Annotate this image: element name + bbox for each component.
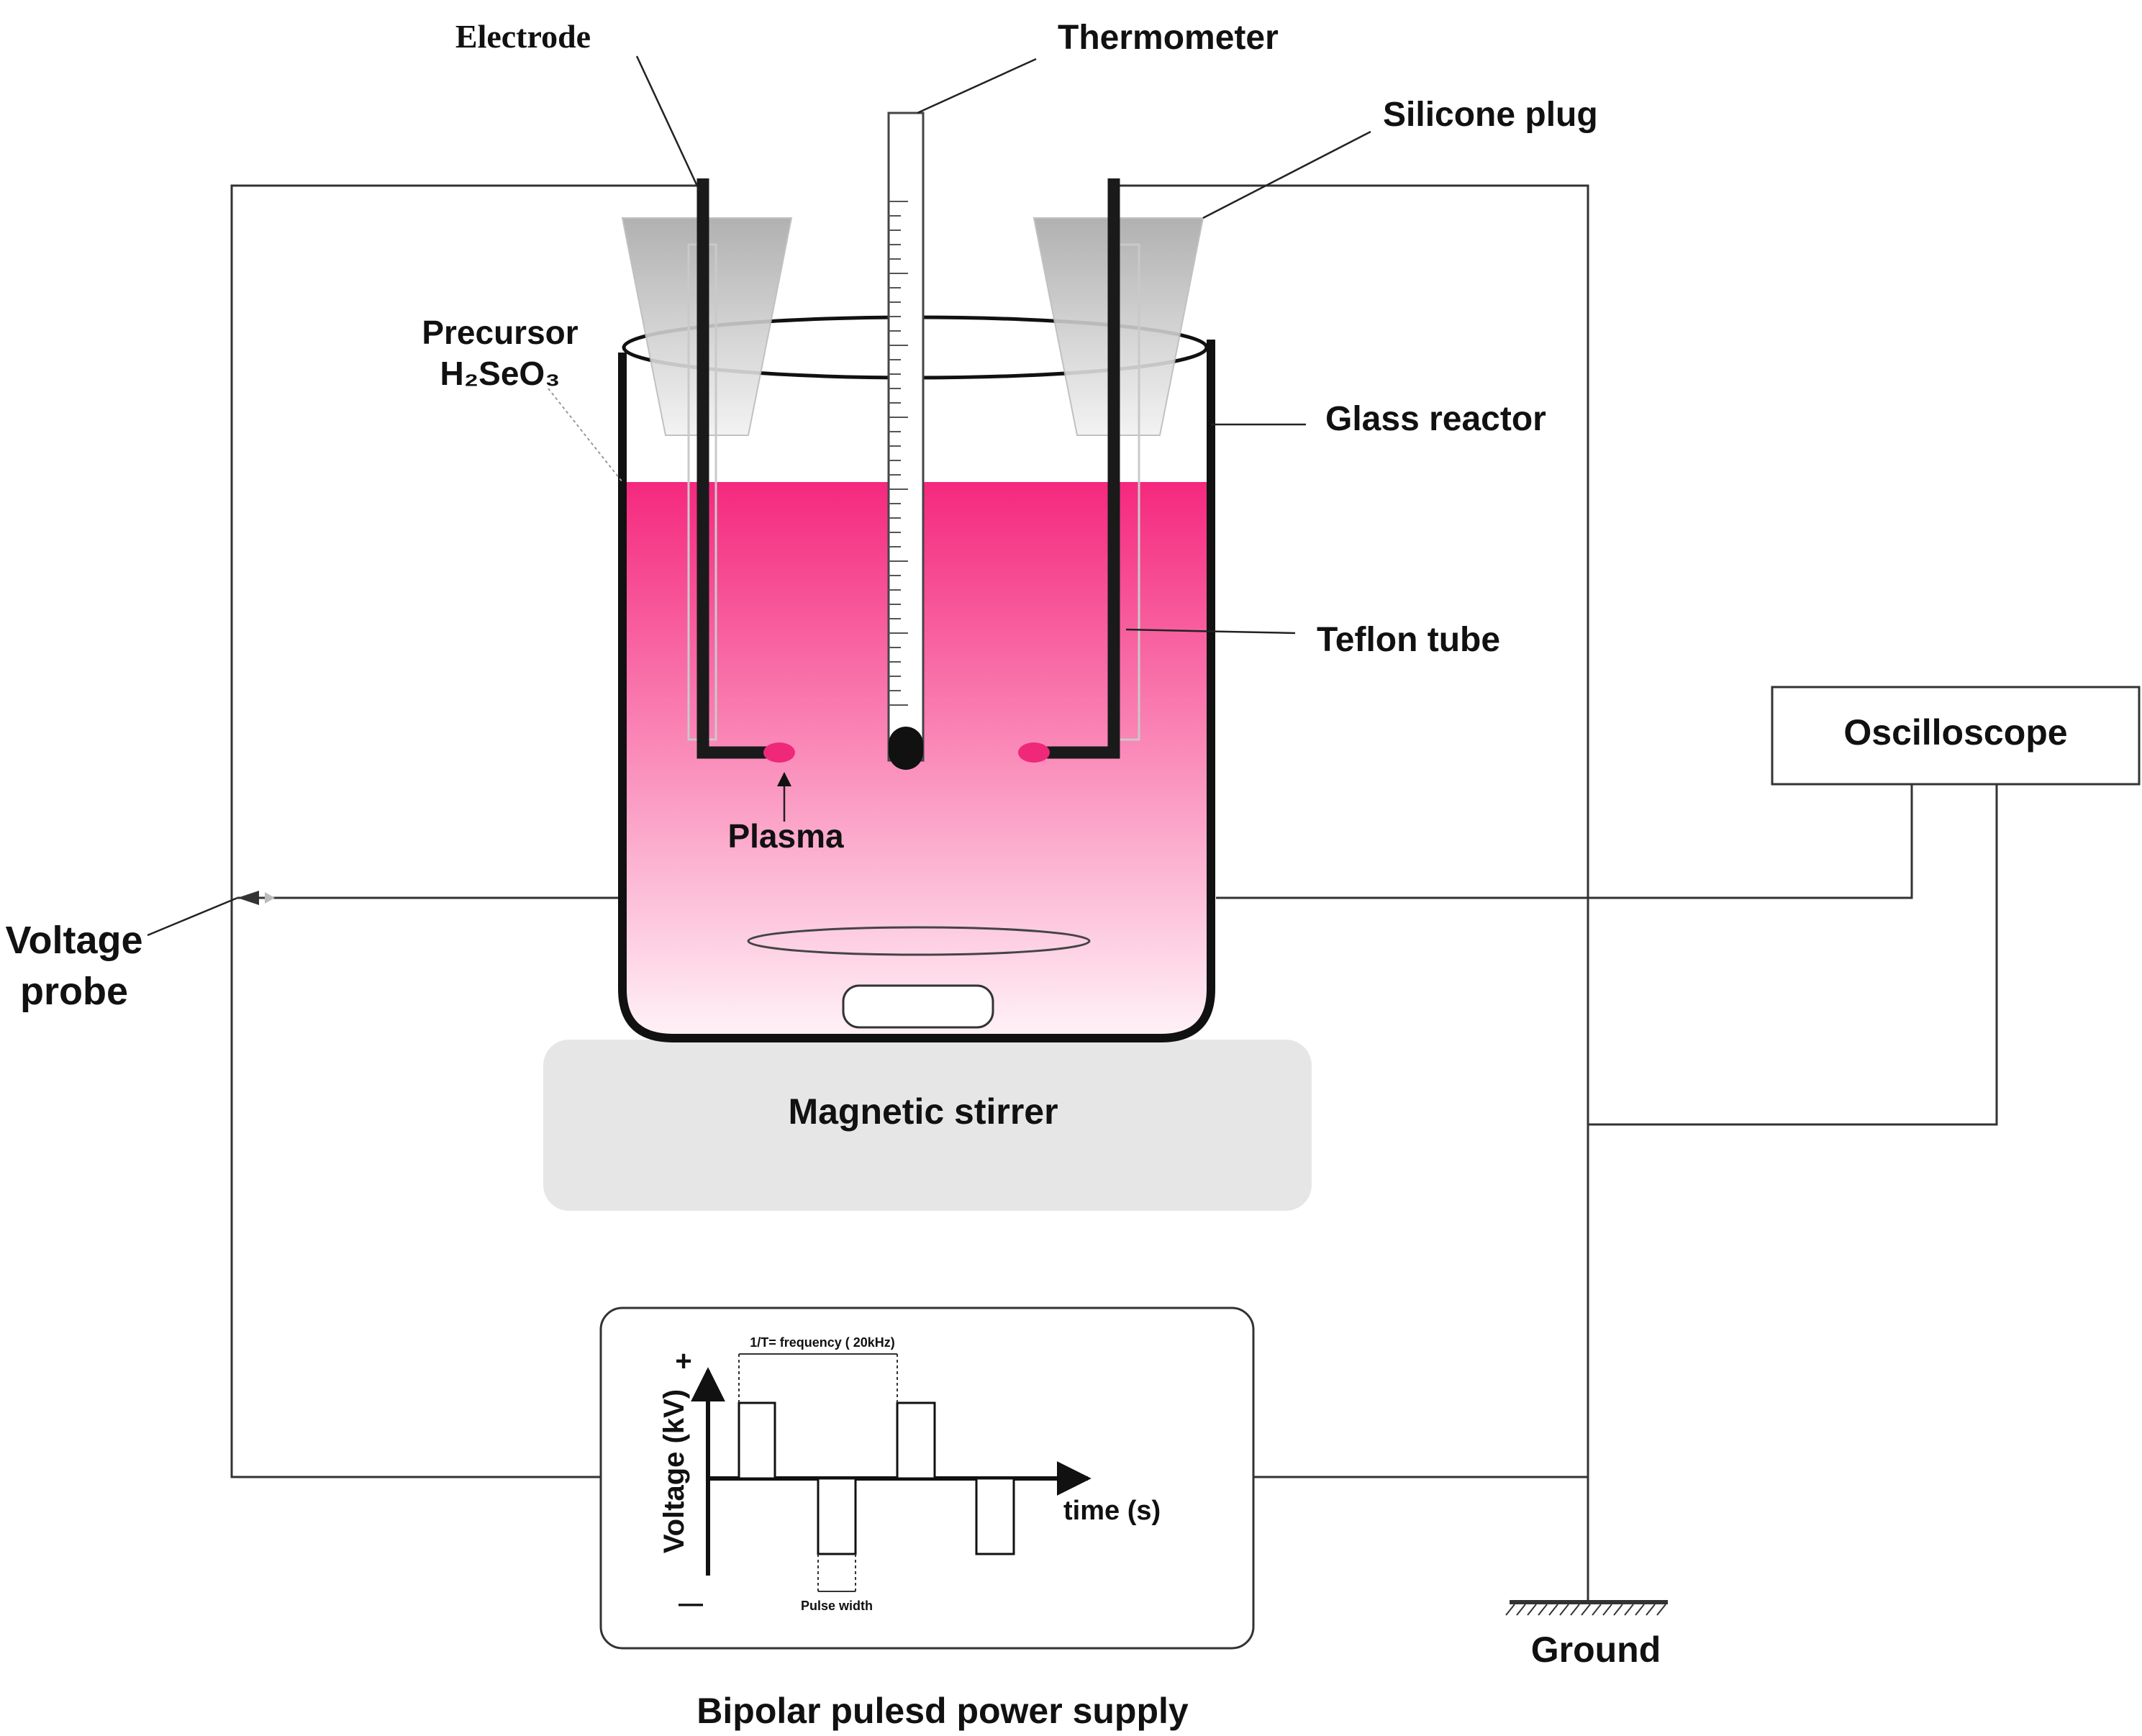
waveform-graph: 1/T= frequency ( 20kHz) Pulse width + — … [658, 1335, 1161, 1617]
pulse-train [738, 1401, 1015, 1555]
waveform-plus: + [675, 1345, 691, 1377]
voltage-probe-label-1: Voltage [5, 919, 142, 962]
stir-disk [747, 926, 1091, 956]
plasma-left [763, 742, 795, 763]
electrode-right [1047, 178, 1120, 759]
ground-symbol [1505, 1600, 1668, 1616]
stir-bar [842, 984, 994, 1029]
waveform-pulse-width: Pulse width [801, 1599, 873, 1613]
thermometer-label: Thermometer [1058, 19, 1279, 57]
ground-label: Ground [1531, 1630, 1661, 1670]
waveform-ylabel: Voltage (kV) [658, 1389, 690, 1553]
silicone-plug-label: Silicone plug [1383, 96, 1598, 134]
waveform-minus: — [679, 1590, 703, 1617]
electrodes [696, 178, 1120, 759]
precursor-formula: H₂SeO₃ [440, 355, 561, 392]
waveform-frequency: 1/T= frequency ( 20kHz) [750, 1335, 895, 1350]
teflon-tube-label: Teflon tube [1317, 621, 1500, 659]
magnetic-stirrer [543, 1040, 1312, 1211]
plasma-right [1018, 742, 1050, 763]
waveform-xlabel: time (s) [1063, 1496, 1161, 1526]
circuit-wires [230, 184, 1998, 1601]
electrode-left [696, 178, 770, 759]
voltage-probe-label-2: probe [20, 970, 128, 1013]
glass-reactor-label: Glass reactor [1325, 400, 1546, 438]
electrode-label: Electrode [455, 18, 591, 55]
leader-lines [147, 55, 1371, 937]
plasma-label: Plasma [727, 817, 844, 855]
thermometer [887, 112, 925, 770]
precursor-label: Precursor [422, 314, 578, 351]
magnetic-stirrer-label: Magnetic stirrer [788, 1091, 1058, 1132]
oscilloscope-label: Oscilloscope [1843, 712, 2067, 753]
oscilloscope-box [1771, 686, 2141, 786]
power-supply-label: Bipolar pulesd power supply [696, 1691, 1189, 1731]
